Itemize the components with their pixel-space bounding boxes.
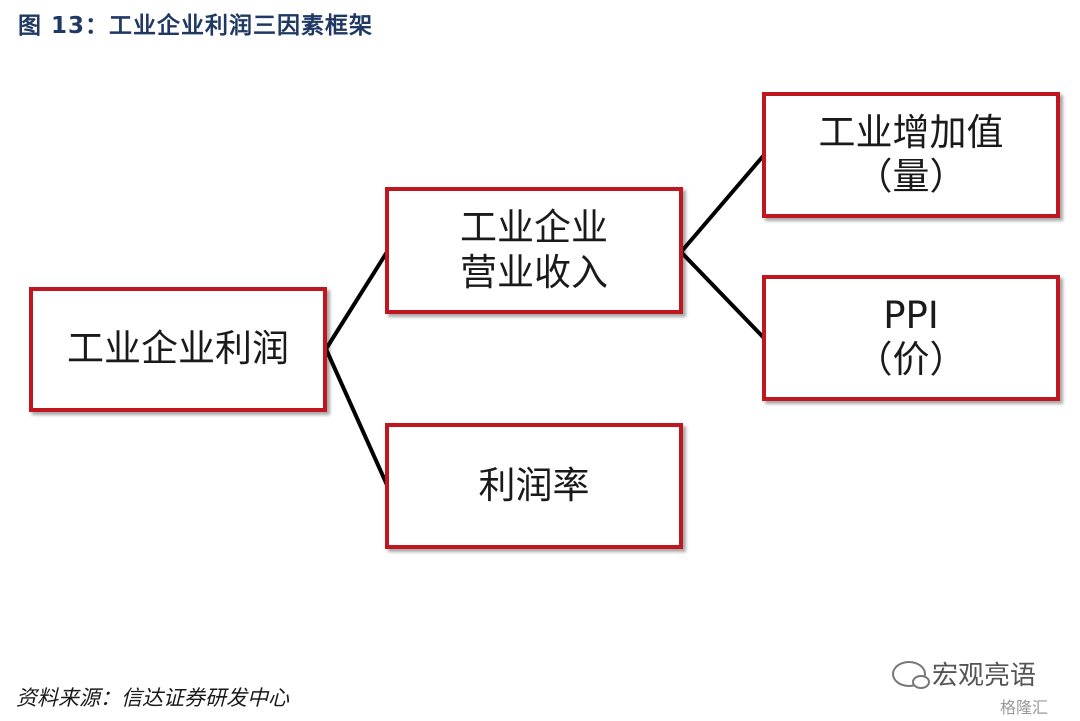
node-industrial-added-value-line2: （量） (855, 155, 967, 198)
node-industrial-profit-label: 工业企业利润 (67, 327, 289, 371)
connector-profit-revenue (324, 250, 389, 351)
gelonghui-watermark: 格隆汇 (1000, 698, 1049, 717)
figure-source: 资料来源：信达证券研发中心 (16, 686, 289, 710)
node-ppi: PPI （价） (762, 275, 1060, 401)
node-operating-revenue-line2: 营业收入 (460, 250, 608, 294)
node-ppi-line2: （价） (855, 338, 967, 381)
wechat-watermark: 宏观亮语 (892, 655, 1036, 692)
node-industrial-profit: 工业企业利润 (29, 287, 327, 412)
connector-revenue-ppi (679, 250, 766, 340)
figure-title: 图 13：工业企业利润三因素框架 (18, 13, 374, 39)
node-industrial-added-value-line1: 工业增加值 (818, 110, 1004, 154)
node-industrial-added-value: 工业增加值 （量） (762, 92, 1060, 218)
wechat-account-name: 宏观亮语 (932, 661, 1037, 691)
connector-profit-margin (324, 347, 389, 487)
node-operating-revenue-line1: 工业企业 (460, 206, 608, 250)
node-profit-margin-label: 利润率 (478, 463, 590, 507)
node-operating-revenue: 工业企业 营业收入 (385, 187, 683, 314)
connector-revenue-added-value (679, 153, 766, 254)
node-ppi-line1: PPI (883, 293, 939, 337)
wechat-icon (892, 660, 930, 689)
node-profit-margin: 利润率 (385, 423, 683, 549)
